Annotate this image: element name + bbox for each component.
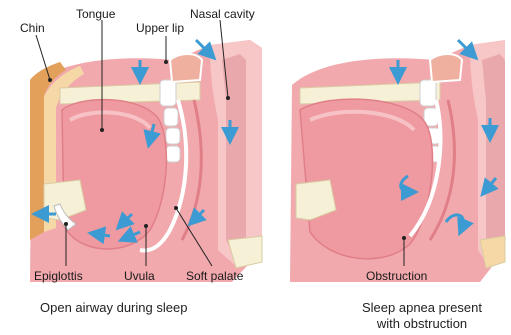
label-epiglottis: Epiglottis bbox=[34, 269, 83, 283]
label-nasal-cavity: Nasal cavity bbox=[190, 7, 255, 21]
label-soft-palate: Soft palate bbox=[186, 269, 244, 283]
right-anatomy-panel bbox=[290, 40, 505, 282]
upper-lip bbox=[170, 54, 202, 82]
caption-sleep-apnea-line2: with obstruction bbox=[376, 316, 467, 331]
caption-open-airway: Open airway during sleep bbox=[40, 300, 187, 315]
caption-sleep-apnea-line1: Sleep apnea present bbox=[362, 300, 482, 315]
label-obstruction: Obstruction bbox=[366, 269, 427, 283]
label-chin: Chin bbox=[20, 21, 45, 35]
label-tongue: Tongue bbox=[76, 7, 116, 21]
tongue bbox=[62, 100, 166, 249]
label-uvula: Uvula bbox=[124, 269, 155, 283]
label-upper-lip: Upper lip bbox=[136, 21, 184, 35]
